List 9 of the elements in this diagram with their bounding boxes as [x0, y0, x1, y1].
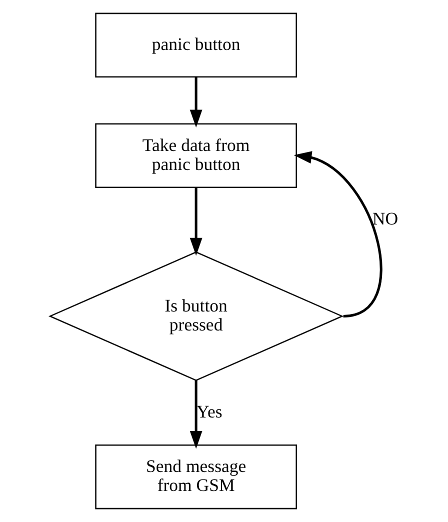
arrow	[190, 77, 202, 128]
arrow	[294, 151, 382, 318]
edge-label: NO	[372, 208, 398, 228]
arrow	[190, 380, 202, 449]
node-box: Take data from panic button	[95, 123, 297, 188]
node-diamond: Is button pressed	[48, 251, 344, 382]
node-box: Send message from GSM	[95, 444, 297, 510]
arrow	[190, 187, 202, 256]
node-box: panic button	[95, 12, 297, 78]
